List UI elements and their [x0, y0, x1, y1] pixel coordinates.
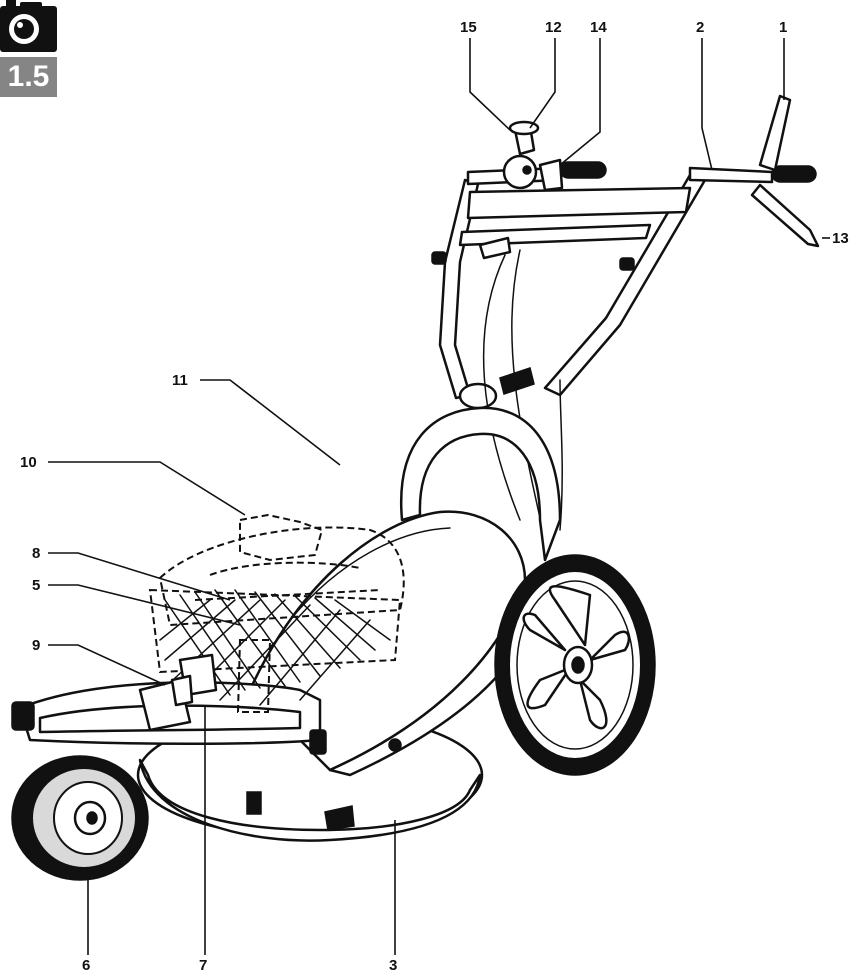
callout-9: 9: [32, 637, 40, 654]
leader-lines: [48, 38, 830, 955]
callout-12: 12: [545, 19, 562, 36]
callout-15: 15: [460, 19, 477, 36]
callout-6: 6: [82, 957, 90, 972]
front-wheel: [11, 755, 149, 881]
cutting-deck: [11, 510, 542, 842]
section-number-badge: 1.5: [0, 57, 57, 97]
callout-2: 2: [696, 19, 704, 36]
callout-11: 11: [172, 372, 188, 389]
callout-3: 3: [389, 957, 397, 972]
callout-14: 14: [590, 19, 607, 36]
callout-13: 13: [832, 230, 849, 247]
callout-5: 5: [32, 577, 40, 594]
rear-wheel: [494, 554, 656, 776]
engine: [148, 513, 405, 713]
callout-8: 8: [32, 545, 40, 562]
camera-icon: [0, 0, 57, 52]
callout-10: 10: [20, 454, 37, 471]
handle-bar: [431, 94, 820, 541]
callout-1: 1: [779, 19, 787, 36]
callout-labels: 15 12 14 2 1 13 11 10 8 5 9 6 7 3: [20, 19, 849, 972]
callout-7: 7: [199, 957, 207, 972]
